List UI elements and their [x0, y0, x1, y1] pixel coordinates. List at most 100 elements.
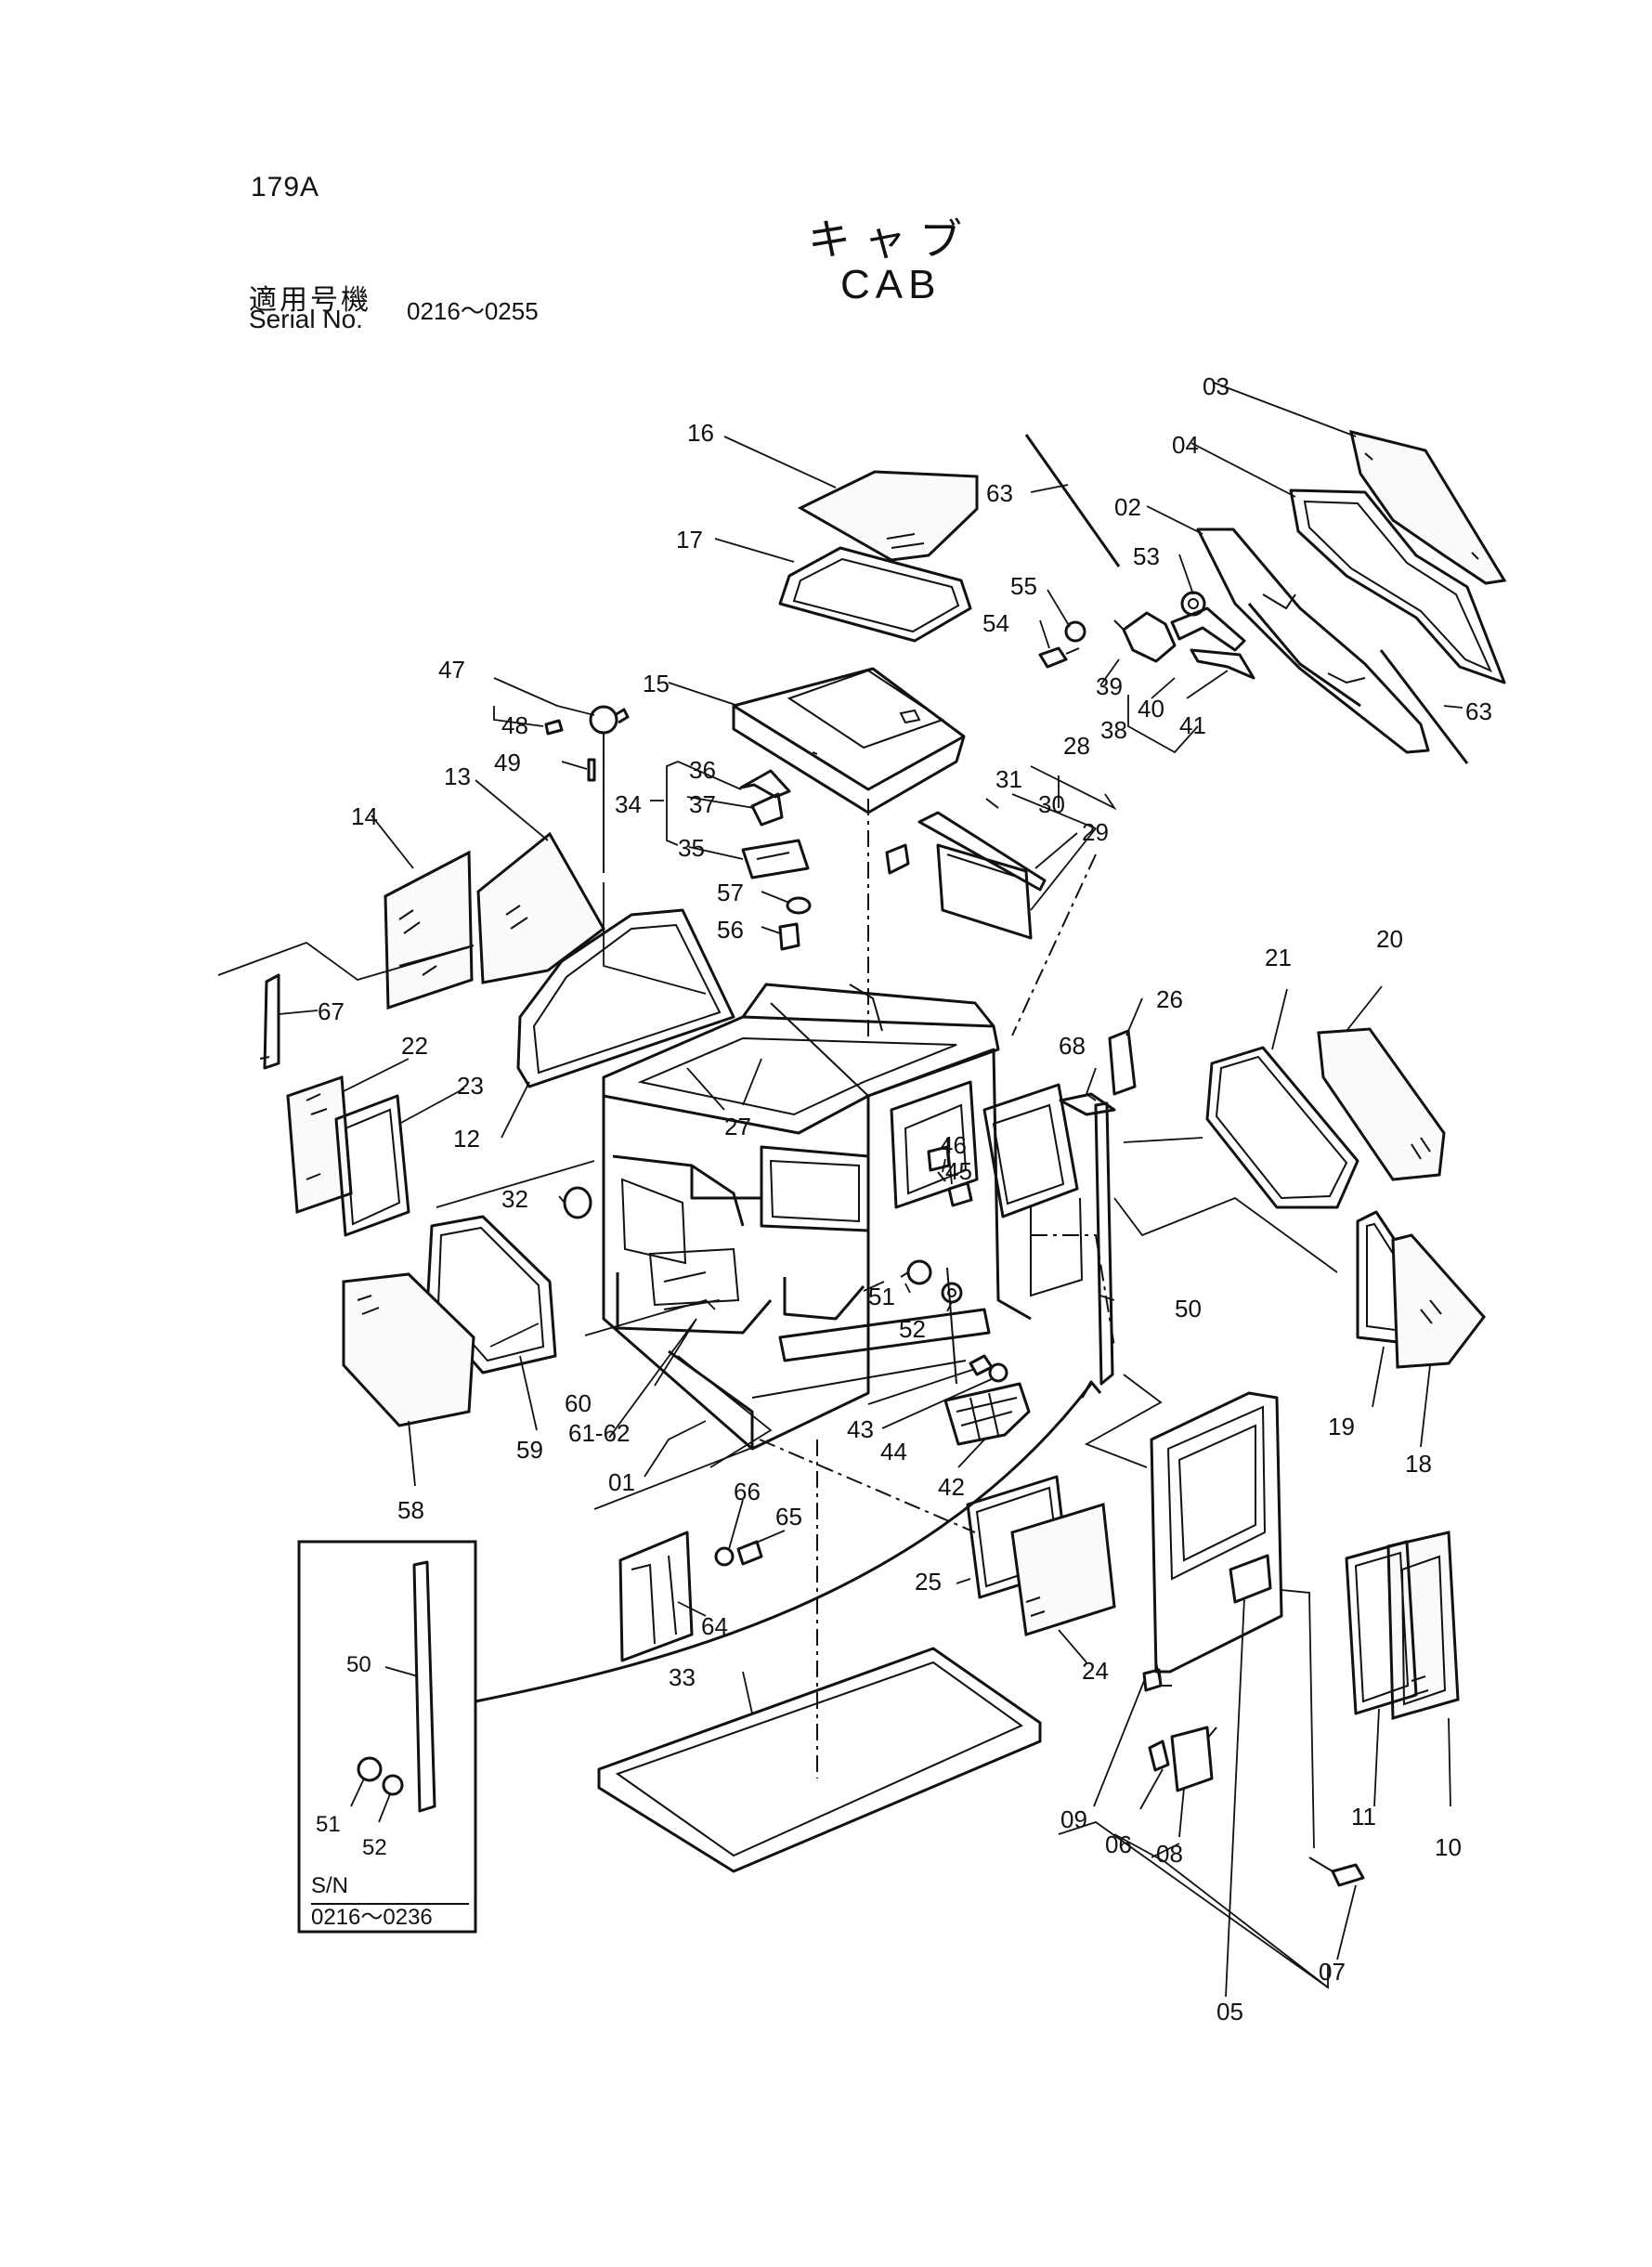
- hinge-35: [741, 839, 810, 879]
- door-handle-09: [1142, 1668, 1163, 1692]
- side-glass-22: [286, 1075, 353, 1215]
- handle-29: [936, 843, 1033, 940]
- page-code: 179A: [251, 172, 320, 202]
- part-labels: 03 04 02 63 63 53 55 54 39 40 41 38 28 3…: [318, 372, 1492, 2026]
- side-glass-24: [1010, 1503, 1116, 1636]
- pin-48: [544, 719, 564, 736]
- label-48: 48: [501, 711, 528, 739]
- label-25: 25: [915, 1568, 942, 1596]
- label-63-right: 63: [1465, 697, 1492, 725]
- door-05: [1150, 1391, 1283, 1687]
- hook-45: [937, 1171, 946, 1182]
- washer-57: [786, 896, 812, 915]
- front-glass-14: [384, 850, 475, 1010]
- label-57: 57: [717, 879, 744, 906]
- label-67: 67: [318, 997, 345, 1025]
- label-59: 59: [516, 1436, 543, 1464]
- label-28: 28: [1063, 732, 1090, 760]
- label-03: 03: [1203, 372, 1229, 400]
- label-29: 29: [1082, 818, 1109, 846]
- label-56: 56: [717, 916, 744, 944]
- label-64: 64: [701, 1612, 728, 1640]
- wiper-arm-40: [1170, 606, 1246, 652]
- label-42: 42: [938, 1473, 965, 1501]
- label-40: 40: [1138, 695, 1164, 723]
- label-08: 08: [1156, 1840, 1183, 1868]
- label-39: 39: [1096, 672, 1123, 700]
- bolt-65: [736, 1540, 763, 1566]
- inset-sn-range: 0216～0236: [311, 1905, 433, 1930]
- washer-55: [1064, 620, 1086, 643]
- guide-line-47: [603, 882, 707, 995]
- label-14: 14: [351, 802, 378, 830]
- guide-line-door: [1084, 1374, 1163, 1468]
- inset-connector: [475, 1383, 1093, 1703]
- centerline-handrail: [1031, 1234, 1115, 1348]
- label-16: 16: [687, 419, 714, 447]
- label-41: 41: [1179, 711, 1206, 739]
- label-22: 22: [401, 1032, 428, 1060]
- side-glass-20: [1317, 1027, 1446, 1181]
- label-01: 01: [608, 1468, 635, 1496]
- label-31: 31: [995, 765, 1022, 793]
- bracket-68: [1059, 1092, 1116, 1116]
- label-66: 66: [734, 1478, 761, 1505]
- label-52: 52: [899, 1315, 926, 1343]
- label-58: 58: [397, 1496, 424, 1524]
- label-53: 53: [1133, 542, 1160, 570]
- guide-line-07: [1281, 1589, 1315, 1849]
- bolt-54: [1038, 646, 1080, 669]
- label-65: 65: [775, 1503, 802, 1531]
- label-05: 05: [1216, 1998, 1243, 2026]
- inset-nut-51: [357, 1756, 383, 1782]
- guide-line-21: [1123, 1137, 1203, 1143]
- leader-lines: [278, 382, 1463, 1998]
- washer-44: [988, 1362, 1008, 1383]
- inset-sn-label: S/N: [311, 1873, 348, 1898]
- side-seal-23: [334, 1094, 410, 1237]
- screw-49: [587, 758, 596, 782]
- key-07: [1308, 1857, 1365, 1887]
- bracket-64: [618, 1531, 694, 1662]
- roof-glass-16: [797, 470, 979, 562]
- label-02: 02: [1114, 493, 1141, 521]
- inset-handrail-50: [412, 1560, 436, 1813]
- label-68: 68: [1059, 1032, 1086, 1060]
- label-10: 10: [1435, 1833, 1462, 1861]
- guide-line-19: [1113, 1196, 1338, 1273]
- washer-52: [941, 1282, 963, 1304]
- label-63-top: 63: [986, 479, 1013, 507]
- inset-label-51: 51: [316, 1812, 341, 1837]
- guide-line-67: [217, 941, 470, 981]
- label-60: 60: [565, 1389, 592, 1417]
- label-24: 24: [1082, 1657, 1109, 1685]
- label-43: 43: [847, 1415, 874, 1443]
- label-04: 04: [1172, 431, 1199, 459]
- label-17: 17: [676, 526, 703, 554]
- label-34: 34: [615, 790, 642, 818]
- label-07: 07: [1319, 1958, 1346, 1986]
- side-glass-58: [342, 1272, 475, 1427]
- title-english: CAB: [840, 262, 942, 307]
- label-36: 36: [689, 756, 716, 784]
- label-47: 47: [438, 656, 465, 684]
- rear-frame-02: [1196, 528, 1430, 754]
- wiper-motor-39: [1113, 611, 1177, 663]
- label-30: 30: [1038, 790, 1065, 818]
- knob-56: [778, 922, 800, 951]
- label-44: 44: [880, 1438, 907, 1466]
- inset-label-50: 50: [346, 1652, 371, 1677]
- lever-36: [739, 769, 791, 799]
- label-15: 15: [643, 670, 670, 697]
- label-09: 09: [1060, 1805, 1087, 1833]
- rod-63: [1024, 434, 1469, 764]
- grip-67: [259, 973, 280, 1070]
- label-51: 51: [868, 1283, 895, 1310]
- nut-53: [1180, 591, 1206, 617]
- lock-08: [1170, 1726, 1217, 1792]
- centerline-side-window: [759, 1439, 976, 1533]
- label-38: 38: [1100, 716, 1127, 744]
- serial-range: 0216～0255: [407, 297, 539, 325]
- serial-label-english: Serial No.: [249, 305, 363, 333]
